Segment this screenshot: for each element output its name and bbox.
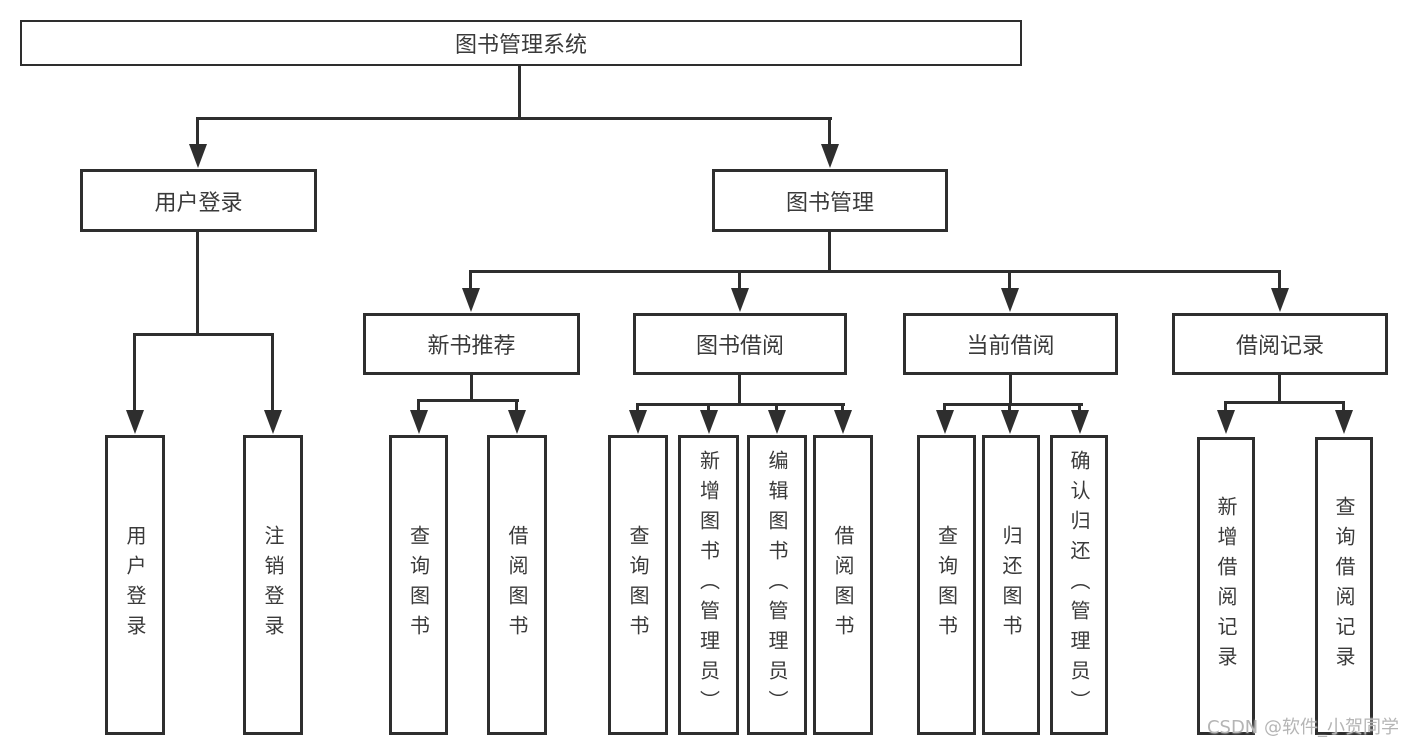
arrowhead-to-borrow-records — [1271, 288, 1289, 312]
node-label: 查询图书 — [934, 525, 959, 645]
connector-stem-new-book-recommend — [469, 270, 472, 289]
leaf-nbr-query-books: 查询图书 — [389, 435, 448, 735]
node-label: 图书借阅 — [695, 334, 784, 359]
node-user-login: 用户登录 — [80, 169, 317, 232]
connector-stem-current-borrow — [1008, 270, 1011, 289]
connector-stem-br-query — [1342, 401, 1345, 412]
node-label: 查询图书 — [626, 525, 650, 645]
connector-book-management-horizontal — [469, 270, 1281, 273]
node-label: 新增借阅记录 — [1214, 496, 1238, 676]
connector-root-horizontal — [196, 117, 832, 120]
leaf-cb-query-books: 查询图书 — [917, 435, 976, 735]
leaf-bb-edit-book-admin: 编辑图书（管理员） — [747, 435, 807, 735]
arrowhead-to-leaf-logout — [264, 410, 282, 434]
connector-stem-leaf-user-login — [133, 333, 136, 411]
node-label: 查询图书 — [406, 525, 431, 645]
connector-stem-cb-return — [1008, 403, 1011, 412]
connector-user-login-horizontal — [133, 333, 274, 336]
watermark-text: CSDN @软件_小贺同学 — [1206, 717, 1399, 738]
arrowhead-to-br-query — [1335, 410, 1353, 434]
connector-book-management-vertical — [828, 230, 831, 273]
connector-user-login-vertical — [196, 230, 199, 336]
leaf-user-login: 用户登录 — [105, 435, 165, 735]
node-root: 图书管理系统 — [20, 20, 1022, 66]
leaf-br-query-record: 查询借阅记录 — [1315, 437, 1373, 735]
connector-book-borrow-horizontal — [636, 403, 845, 406]
arrowhead-to-current-borrow — [1001, 288, 1019, 312]
connector-stem-book-management — [828, 117, 831, 146]
connector-book-borrow-vertical — [738, 373, 741, 406]
connector-stem-nbr-borrow — [515, 399, 518, 412]
arrowhead-to-bb-edit — [768, 410, 786, 434]
leaf-bb-borrow-books: 借阅图书 — [813, 435, 873, 735]
node-label: 新增图书（管理员） — [696, 450, 721, 720]
arrowhead-to-cb-confirm — [1071, 410, 1089, 434]
connector-new-book-horizontal — [417, 399, 519, 402]
node-label: 用户登录 — [154, 190, 243, 216]
node-label: 借阅记录 — [1235, 334, 1324, 359]
leaf-cb-confirm-return-admin: 确认归还（管理员） — [1050, 435, 1108, 735]
node-label: 注销登录 — [261, 525, 285, 645]
arrowhead-to-user-login — [189, 144, 207, 168]
connector-stem-bb-query — [636, 403, 639, 412]
arrowhead-to-nbr-borrow — [508, 410, 526, 434]
arrowhead-to-br-add — [1217, 410, 1235, 434]
connector-new-book-vertical — [470, 373, 473, 402]
arrowhead-to-cb-return — [1001, 410, 1019, 434]
node-label: 图书管理 — [785, 190, 874, 216]
connector-stem-bb-add — [707, 403, 710, 412]
connector-stem-cb-confirm — [1078, 403, 1081, 412]
node-label: 当前借阅 — [966, 334, 1055, 359]
connector-current-borrow-horizontal — [943, 403, 1083, 406]
arrowhead-to-leaf-user-login — [126, 410, 144, 434]
node-label: 借阅图书 — [831, 525, 855, 645]
arrowhead-to-new-book-recommend — [462, 288, 480, 312]
node-current-borrow: 当前借阅 — [903, 313, 1118, 375]
arrowhead-to-bb-borrow — [834, 410, 852, 434]
connector-stem-bb-edit — [775, 403, 778, 412]
node-label: 图书管理系统 — [454, 33, 587, 58]
arrowhead-to-bb-query — [629, 410, 647, 434]
node-label: 编辑图书（管理员） — [765, 450, 789, 720]
connector-stem-br-add — [1224, 401, 1227, 412]
arrowhead-to-book-borrow — [731, 288, 749, 312]
connector-stem-user-login — [196, 117, 199, 146]
connector-stem-book-borrow — [738, 270, 741, 289]
leaf-cb-return-books: 归还图书 — [982, 435, 1040, 735]
arrowhead-to-nbr-query — [410, 410, 428, 434]
connector-borrow-records-horizontal — [1224, 401, 1345, 404]
leaf-nbr-borrow-books: 借阅图书 — [487, 435, 547, 735]
node-borrow-records: 借阅记录 — [1172, 313, 1388, 375]
leaf-bb-query-books: 查询图书 — [608, 435, 668, 735]
node-book-management: 图书管理 — [712, 169, 948, 232]
connector-borrow-records-vertical — [1278, 375, 1281, 404]
node-label: 新书推荐 — [427, 334, 516, 359]
connector-current-borrow-vertical — [1009, 373, 1012, 406]
leaf-bb-add-book-admin: 新增图书（管理员） — [678, 435, 739, 735]
node-label: 归还图书 — [999, 525, 1023, 645]
node-label: 查询借阅记录 — [1332, 496, 1356, 676]
node-new-book-recommend: 新书推荐 — [363, 313, 580, 375]
node-label: 借阅图书 — [505, 525, 529, 645]
connector-stem-borrow-records — [1278, 270, 1281, 289]
connector-stem-cb-query — [943, 403, 946, 412]
leaf-logout: 注销登录 — [243, 435, 303, 735]
connector-stem-nbr-query — [417, 399, 420, 412]
connector-root-vertical — [518, 64, 521, 119]
leaf-br-add-record: 新增借阅记录 — [1197, 437, 1255, 735]
connector-stem-bb-borrow — [841, 403, 844, 412]
connector-stem-leaf-logout — [271, 333, 274, 411]
node-label: 确认归还（管理员） — [1067, 450, 1091, 720]
arrowhead-to-book-management — [821, 144, 839, 168]
arrowhead-to-cb-query — [936, 410, 954, 434]
node-label: 用户登录 — [123, 525, 147, 645]
arrowhead-to-bb-add — [700, 410, 718, 434]
node-book-borrow: 图书借阅 — [633, 313, 847, 375]
